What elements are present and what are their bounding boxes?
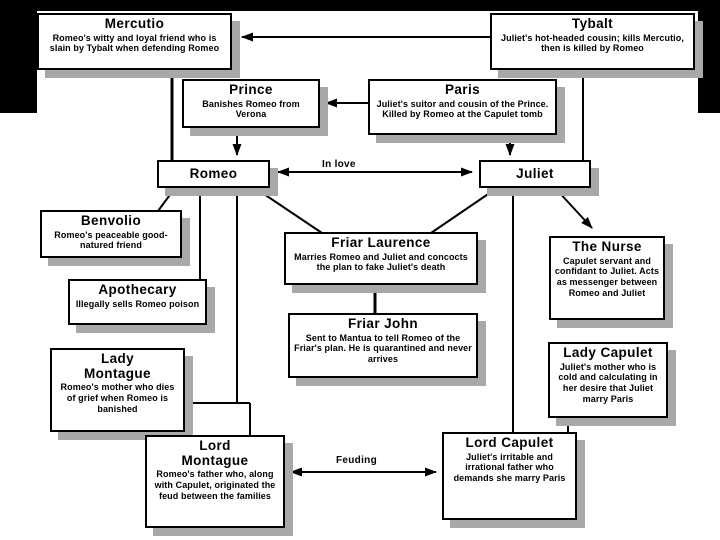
node-title: The Nurse xyxy=(572,239,642,254)
black-right-block xyxy=(698,0,720,113)
node-desc: Romeo's witty and loyal friend who is sl… xyxy=(49,32,220,54)
edge-juliet-nurse xyxy=(555,188,593,229)
node-lord-capulet: Lord Capulet Juliet's irritable and irra… xyxy=(442,432,577,520)
edge-romeo-lord-montague xyxy=(189,188,251,435)
node-desc: Illegally sells Romeo poison xyxy=(75,298,200,309)
node-title: Friar Laurence xyxy=(331,235,431,250)
node-apothecary: Apothecary Illegally sells Romeo poison xyxy=(68,279,207,325)
node-lord-montague: Lord Montague Romeo's father who, along … xyxy=(145,435,285,528)
node-desc: Juliet's hot-headed cousin; kills Mercut… xyxy=(501,32,684,54)
edge-romeo-benvolio xyxy=(157,187,176,212)
node-juliet: Juliet xyxy=(479,160,591,188)
node-title: Paris xyxy=(444,82,481,97)
node-desc: Juliet's suitor and cousin of the Prince… xyxy=(376,98,549,120)
node-title: Romeo xyxy=(189,165,238,181)
node-desc: Juliet's irritable and irrational father… xyxy=(453,451,566,484)
node-the-nurse: The Nurse Capulet servant and confidant … xyxy=(549,236,665,320)
node-paris: Paris Juliet's suitor and cousin of the … xyxy=(368,79,557,135)
node-desc: Juliet's mother who is cold and calculat… xyxy=(558,361,658,404)
feuding-label: Feuding xyxy=(336,455,377,466)
node-title: Tybalt xyxy=(571,16,614,31)
black-top-strip xyxy=(0,0,720,11)
node-title: Friar John xyxy=(347,316,418,331)
node-romeo: Romeo xyxy=(157,160,270,188)
in-love-label: In love xyxy=(322,159,356,170)
node-desc: Romeo's mother who dies of grief when Ro… xyxy=(60,382,175,414)
node-desc: Romeo's father who, along with Capulet, … xyxy=(154,469,276,501)
node-desc: Sent to Mantua to tell Romeo of the Fria… xyxy=(294,332,472,365)
node-desc: Banishes Romeo from Verona xyxy=(202,98,300,120)
node-mercutio: Mercutio Romeo's witty and loyal friend … xyxy=(37,13,232,70)
node-lady-montague: Lady Montague Romeo's mother who dies of… xyxy=(50,348,185,432)
node-title: Lord Montague xyxy=(181,438,249,468)
node-tybalt: Tybalt Juliet's hot-headed cousin; kills… xyxy=(490,13,695,70)
node-desc: Marries Romeo and Juliet and concocts th… xyxy=(294,251,468,273)
node-desc: Romeo's peaceable good-natured friend xyxy=(54,229,168,251)
node-friar-john: Friar John Sent to Mantua to tell Romeo … xyxy=(288,313,478,378)
node-title: Benvolio xyxy=(80,213,142,228)
node-title: Lord Capulet xyxy=(465,435,554,450)
node-desc: Capulet servant and confidant to Juliet.… xyxy=(554,255,660,298)
node-benvolio: Benvolio Romeo's peaceable good-natured … xyxy=(40,210,182,258)
edge-romeo-friar-laurence xyxy=(254,187,323,234)
node-title: Lady Capulet xyxy=(563,345,653,360)
node-lady-capulet: Lady Capulet Juliet's mother who is cold… xyxy=(548,342,668,418)
node-friar-laurence: Friar Laurence Marries Romeo and Juliet … xyxy=(284,232,478,285)
black-left-block xyxy=(0,0,37,113)
node-prince: Prince Banishes Romeo from Verona xyxy=(182,79,320,128)
node-title: Juliet xyxy=(516,165,554,181)
edge-juliet-friar-laurence xyxy=(430,187,498,234)
node-title: Apothecary xyxy=(98,282,177,297)
node-title: Mercutio xyxy=(104,16,165,31)
node-title: Lady Montague xyxy=(84,351,151,381)
node-title: Prince xyxy=(229,82,273,97)
